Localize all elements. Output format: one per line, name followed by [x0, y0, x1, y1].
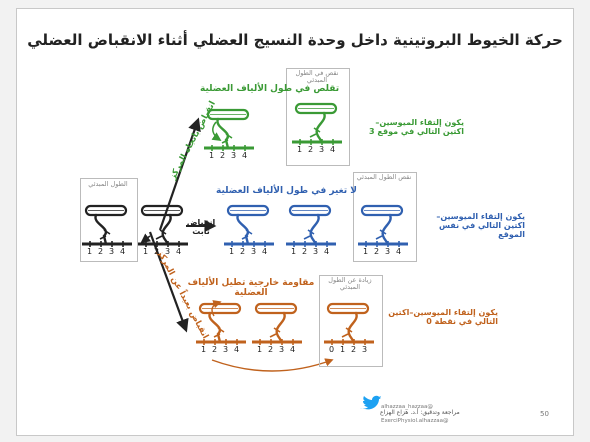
blue-title: لا تغير في طول الألياف العضلية	[216, 186, 357, 196]
blue-unit-2-crossbridge	[309, 213, 320, 246]
blue-box	[353, 172, 417, 262]
green-side-label: يكون إلتقاء الميوسين–اكتين التالي في موق…	[369, 118, 464, 137]
account-handle: @ExerciPhysiol.alhazzaa	[381, 418, 449, 424]
orange-unit-3-tick-label-3: 2	[351, 345, 357, 354]
orange-unit-1-tick-label-4: 4	[234, 345, 240, 354]
green-unit-1-crossbridge	[216, 117, 230, 150]
orange-curl-arrow	[211, 300, 222, 317]
small-inward-arrow	[140, 233, 152, 244]
orange-title: مقاومة خارجية تطيل الألياف العضلية	[187, 278, 315, 299]
orange-unit-2-head	[269, 327, 281, 338]
orange-unit-1-head	[213, 327, 225, 338]
green-unit-2-tick-label-1: 1	[297, 145, 303, 154]
initial-unit-1-crossbridge	[94, 213, 108, 246]
orange-unit-3-head	[341, 327, 353, 338]
orange-unit-1-tick-label-1: 1	[201, 345, 207, 354]
green-unit-1-tick-label-1: 1	[209, 151, 215, 160]
green-unit-2-tick-label-4: 4	[330, 145, 336, 154]
blue-unit-1-tick-label-2: 2	[240, 247, 246, 256]
blue-unit-1-tick-label-4: 4	[262, 247, 268, 256]
twitter-handle: @alhazzaa_hazzaa	[381, 404, 433, 410]
green-unit-1-tick-label-2: 2	[220, 151, 226, 160]
initial-unit-1-head	[99, 229, 111, 240]
initial-unit-1-tick-label-4: 4	[120, 247, 126, 256]
orange-unit-1-tick-label-3: 3	[223, 345, 229, 354]
green-unit-1-tick-label-4: 4	[242, 151, 248, 160]
arrow-to-green	[158, 117, 201, 231]
green-box-label: نقص في الطول المبدئي	[295, 69, 339, 85]
orange-unit-3-tick-label-1: 0	[329, 345, 335, 354]
initial-unit-2-crossbridge	[161, 213, 172, 246]
orange-unit-3-tick-label-2: 1	[340, 345, 346, 354]
blue-unit-1-crossbridge	[236, 213, 250, 246]
blue-unit-3-tick-label-1: 1	[363, 247, 369, 256]
orange-unit-2-tick-label-1: 1	[257, 345, 263, 354]
blue-unit-1-tick-label-1: 1	[229, 247, 235, 256]
initial-unit-2-head	[155, 229, 167, 240]
initial-unit-2-tick-label-1: 1	[143, 247, 149, 256]
orange-unit-2-tick-label-2: 2	[268, 345, 274, 354]
blue-unit-1-tick-label-3: 3	[251, 247, 257, 256]
initial-unit-2-tick-label-3: 3	[165, 247, 171, 256]
orange-unit-1-tick-label-2: 2	[212, 345, 218, 354]
blue-unit-3-head	[375, 229, 387, 240]
blue-unit-2-head	[303, 229, 315, 240]
orange-side-label: يكون إلتقاء الميوسين–اكتين التالي في نقط…	[388, 308, 498, 327]
slide-title: حركة الخيوط البروتينية داخل وحدة النسيج …	[27, 31, 563, 49]
blue-unit-3-tick-label-4: 4	[396, 247, 402, 256]
orange-unit-2-tick-label-4: 4	[290, 345, 296, 354]
blue-unit-2-tick-label-2: 2	[302, 247, 308, 256]
blue-box-label: نقص الطول المبدئي	[356, 173, 412, 181]
blue-unit-2-tick-label-4: 4	[324, 247, 330, 256]
green-box	[286, 68, 350, 166]
blue-unit-2-tick-label-1: 1	[291, 247, 297, 256]
slide: حركة الخيوط البروتينية داخل وحدة النسيج …	[16, 8, 574, 436]
green-unit-2-head	[309, 127, 321, 138]
blue-unit-3-tick-label-3: 3	[385, 247, 391, 256]
green-unit-2-tick-label-3: 3	[319, 145, 325, 154]
orange-unit-3-crossbridge	[347, 311, 358, 344]
orange-unit-3-tick-label-4: 3	[362, 345, 368, 354]
green-title: تقلص في طول الألياف العضلية	[200, 84, 340, 94]
page-number: 50	[540, 410, 549, 418]
orange-unit-2-crossbridge	[275, 311, 286, 344]
orange-curve-arrow	[211, 358, 334, 372]
blue-unit-2-tick-label-3: 3	[313, 247, 319, 256]
initial-unit-2-tick-label-4: 4	[176, 247, 182, 256]
green-unit-2-crossbridge	[315, 111, 326, 144]
initial-unit-1-tick-label-2: 2	[98, 247, 104, 256]
blue-unit-1-head	[241, 229, 253, 240]
blue-side-label: يكون إلتقاء الميوسين–اكتين التالي في نفس…	[436, 212, 525, 240]
credit-text: مراجعة وتدقيق: أ.د. هزاع الهزاع	[380, 409, 460, 416]
green-unit-1-head	[221, 133, 233, 144]
blue-unit-3-tick-label-2: 2	[374, 247, 380, 256]
green-unit-2-tick-label-2: 2	[308, 145, 314, 154]
orange-unit-2-tick-label-3: 3	[279, 345, 285, 354]
initial-unit-1-tick-label-1: 1	[87, 247, 93, 256]
arrow-to-orange	[148, 231, 189, 333]
initial-box	[80, 178, 138, 262]
orange-box	[319, 275, 383, 367]
fixed-contraction-label: انقباض ثابت	[186, 218, 216, 237]
initial-length-label: الطول المبدئي	[88, 180, 128, 188]
green-unit-1-tick-label-3: 3	[231, 151, 237, 160]
initial-unit-2-tick-label-2: 2	[154, 247, 160, 256]
green-curl-arrow	[211, 121, 222, 141]
orange-unit-1-crossbridge	[208, 311, 222, 344]
orange-box-label: زيادة عن الطول المبدئي	[328, 276, 372, 292]
initial-unit-1-tick-label-3: 3	[109, 247, 115, 256]
blue-unit-3-crossbridge	[381, 213, 392, 246]
